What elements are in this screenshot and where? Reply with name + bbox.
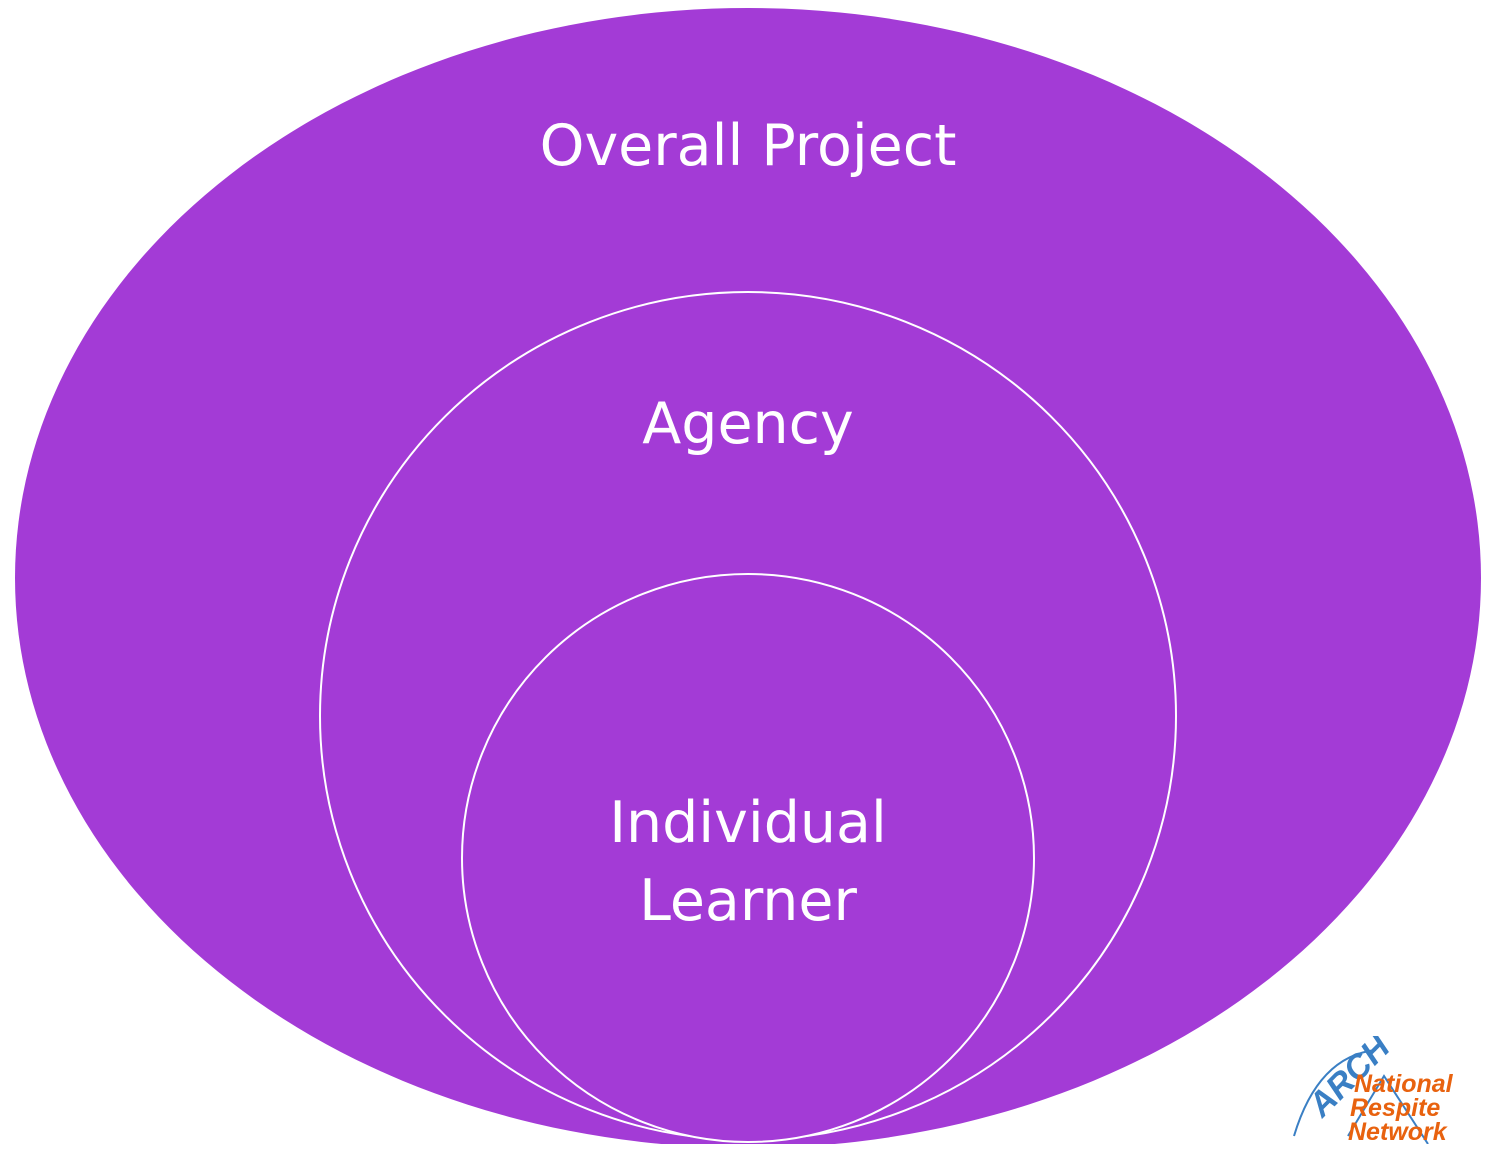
agency-label: Agency: [642, 391, 854, 457]
arch-logo-mark: ARCH: [1293, 1036, 1429, 1144]
logo-line-network: Network: [1348, 1118, 1447, 1146]
individual-learner-label-line-1: Individual: [609, 790, 887, 856]
overall-project-label: Overall Project: [539, 113, 957, 179]
logo-line-national: National: [1354, 1070, 1453, 1098]
arch-national-respite-network-logo: ARCH National Respite Network: [1288, 1036, 1478, 1146]
logo-line-respite: Respite: [1350, 1094, 1441, 1122]
individual-learner-label: Individual Learner: [548, 784, 948, 940]
individual-learner-label-line-2: Learner: [639, 868, 857, 934]
inner-circle-individual-learner: [461, 573, 1035, 1143]
